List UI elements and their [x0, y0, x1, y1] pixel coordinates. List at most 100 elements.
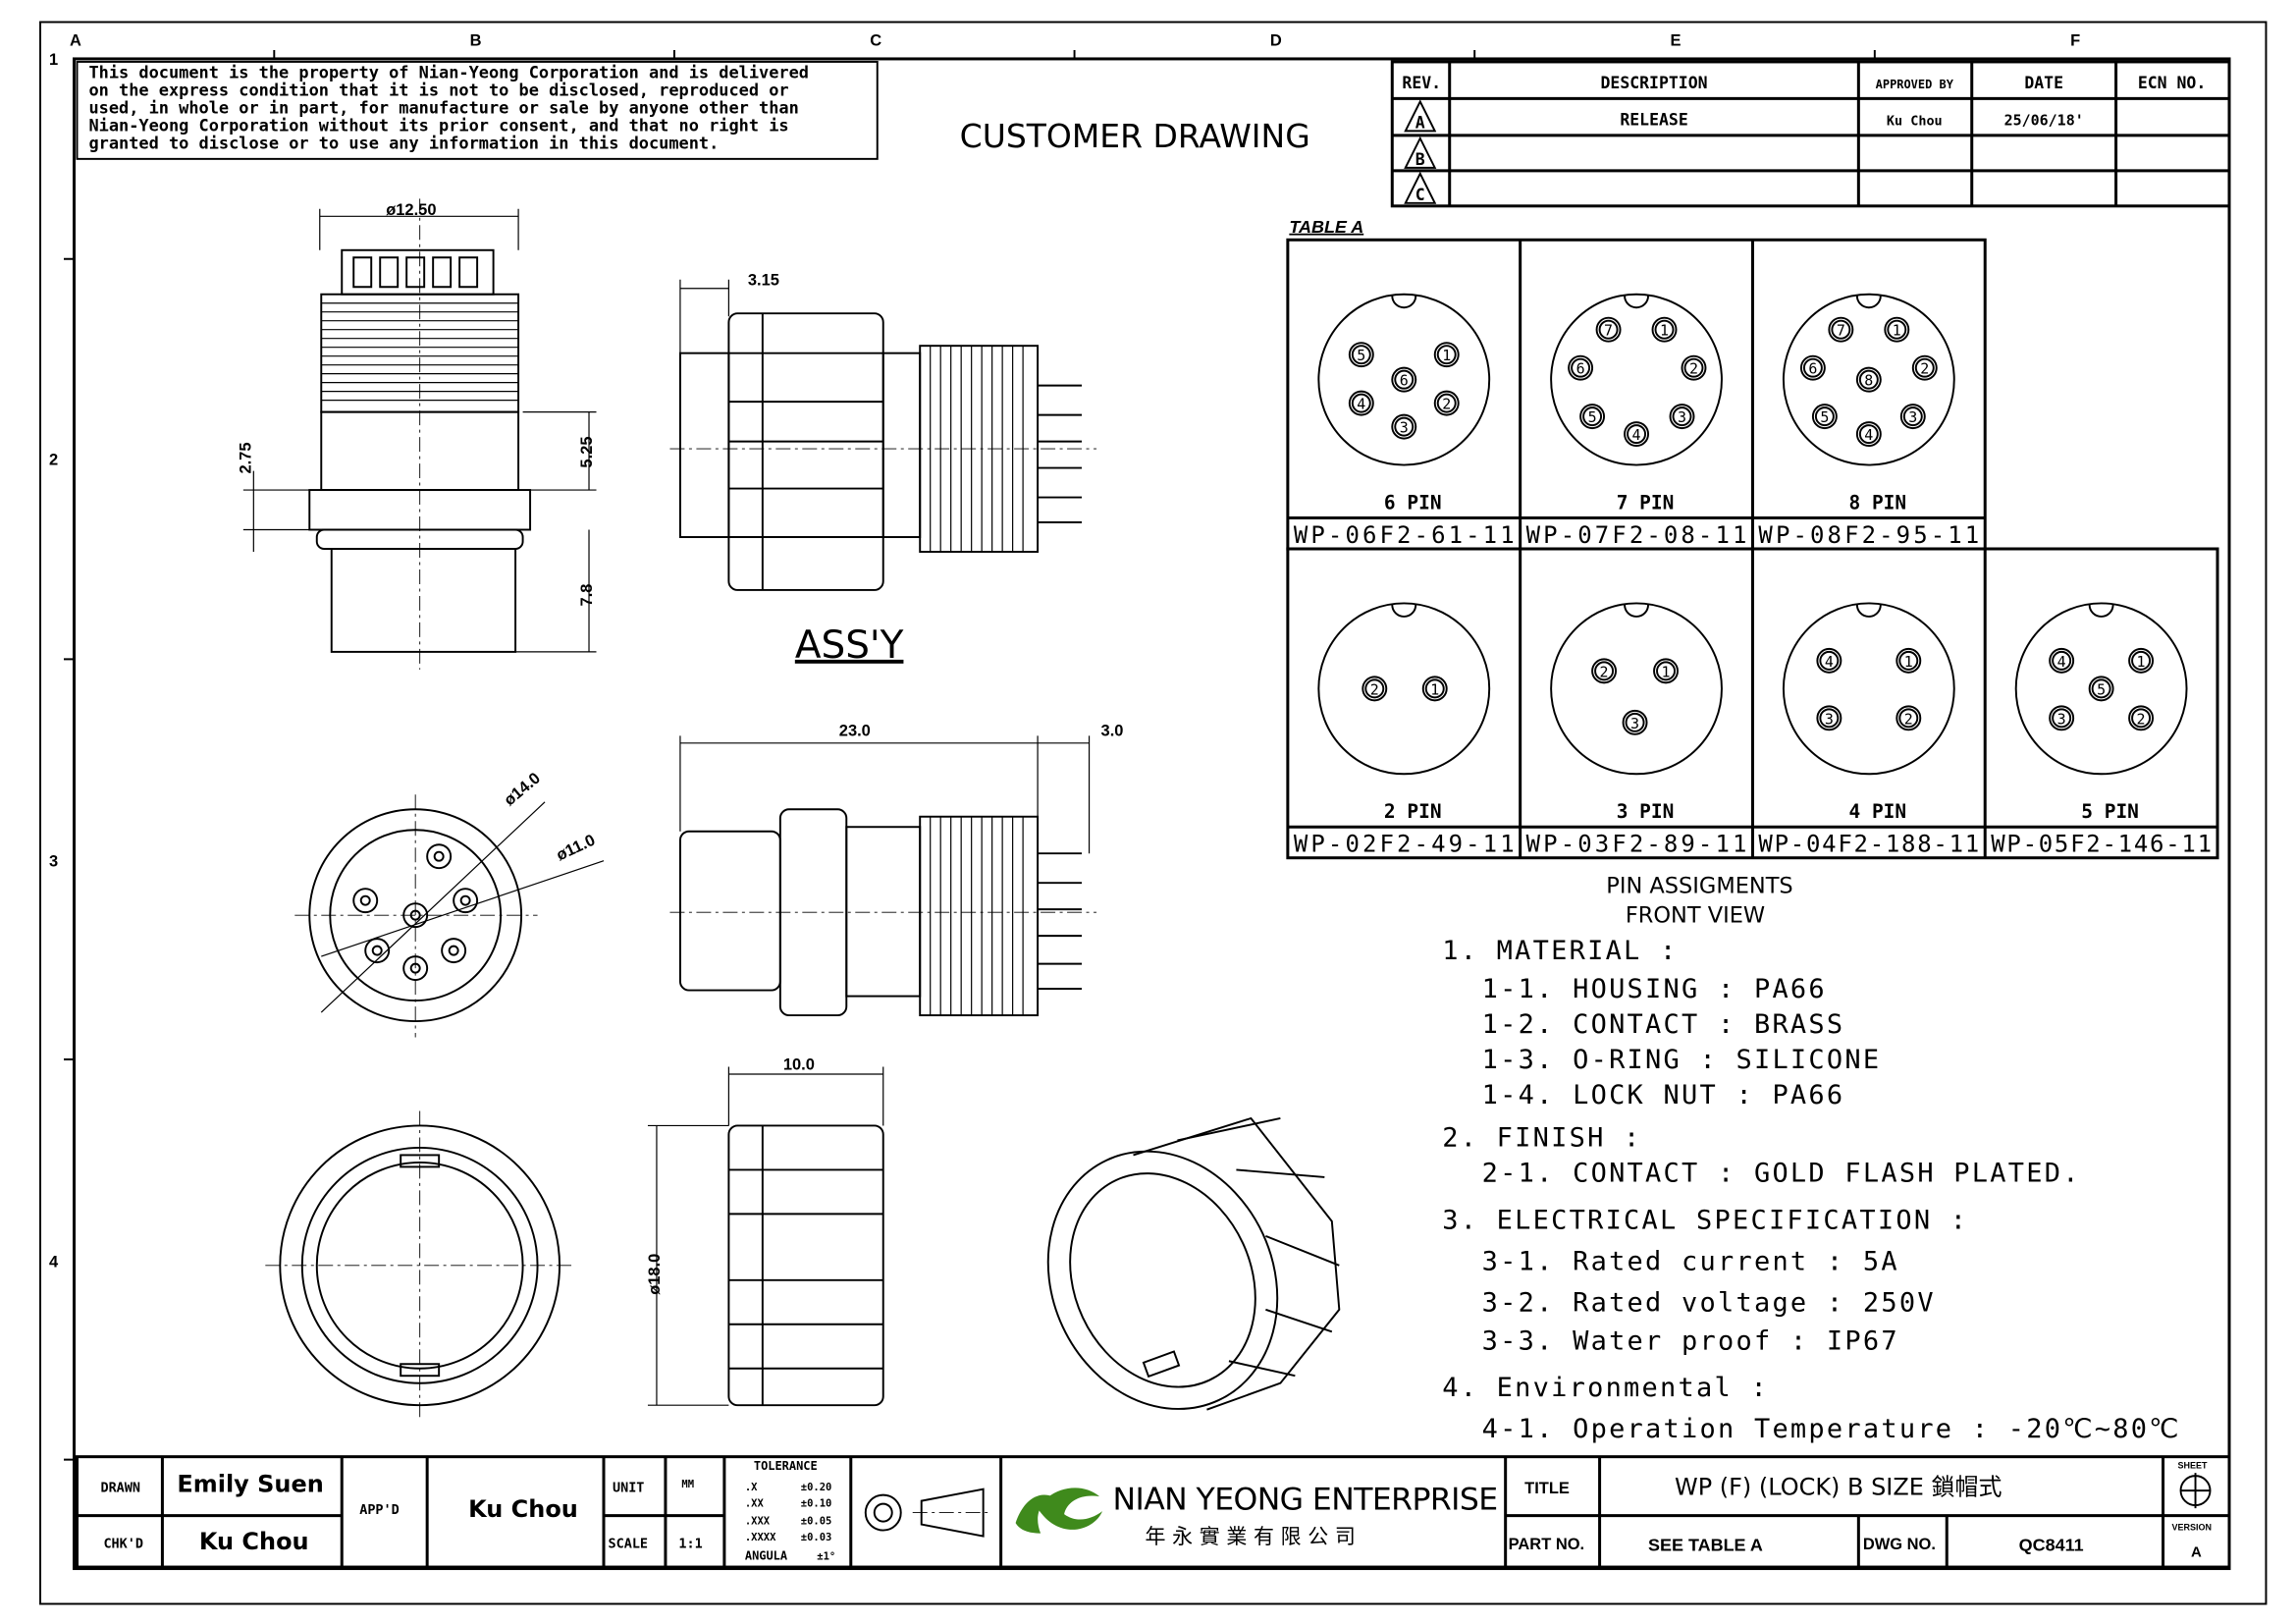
pin-contact-icon: 6: [1799, 354, 1826, 381]
svg-text:7: 7: [1604, 322, 1613, 340]
svg-text:F: F: [2070, 31, 2080, 49]
svg-text:2.75: 2.75: [237, 442, 254, 473]
svg-text:D: D: [1270, 31, 1282, 49]
svg-text:2: 2: [1689, 360, 1698, 378]
zone-markers: A B C D E F 1 2 3 4: [49, 31, 2080, 1461]
pin-contact-icon: 2: [1433, 390, 1460, 416]
svg-text:3: 3: [2057, 710, 2066, 728]
pin-contact-icon: 2: [1681, 354, 1707, 381]
svg-text:6: 6: [1400, 372, 1409, 390]
pin-contact-icon: 6: [1568, 354, 1594, 381]
svg-text:WP-05F2-146-11: WP-05F2-146-11: [1991, 831, 2212, 858]
pin-contact-icon: 1: [1653, 658, 1679, 684]
svg-text:E: E: [1671, 31, 1682, 49]
svg-text:3.15: 3.15: [748, 272, 779, 290]
svg-text:2: 2: [1904, 710, 1913, 728]
svg-text:granted to disclose or to use: granted to disclose or to use any inform…: [88, 133, 719, 152]
svg-text:1. MATERIAL :: 1. MATERIAL :: [1442, 936, 1678, 966]
sheet-symbol-icon: [2179, 1473, 2212, 1509]
svg-text:Ku Chou: Ku Chou: [199, 1528, 309, 1555]
svg-text:WP-02F2-49-11: WP-02F2-49-11: [1294, 831, 1515, 858]
svg-text:This document is the property: This document is the property of Nian-Ye…: [88, 62, 809, 81]
svg-text:ø12.50: ø12.50: [386, 201, 436, 219]
pin-contact-icon: 3: [1669, 404, 1695, 430]
pin-contact-icon: 3: [1391, 413, 1417, 440]
svg-text:2: 2: [1600, 663, 1609, 680]
svg-text:2: 2: [1920, 360, 1929, 378]
svg-text:8: 8: [1864, 372, 1873, 390]
svg-text:WP-06F2-61-11: WP-06F2-61-11: [1294, 521, 1515, 549]
pin-contact-icon: 2: [2128, 705, 2155, 731]
svg-text:10.0: 10.0: [783, 1056, 815, 1074]
pin-contact-icon: 4: [1855, 421, 1882, 448]
svg-text:DESCRIPTION: DESCRIPTION: [1600, 74, 1707, 92]
svg-text:1: 1: [1893, 322, 1901, 340]
pin-contact-icon: 1: [2128, 647, 2155, 674]
svg-text:5: 5: [1588, 408, 1597, 426]
svg-text:UNIT: UNIT: [613, 1481, 644, 1496]
confidentiality-notice: [76, 60, 879, 160]
svg-text:3-3. Water proof : IP67: 3-3. Water proof : IP67: [1482, 1325, 1899, 1356]
svg-text:1-4. LOCK NUT : PA66: 1-4. LOCK NUT : PA66: [1482, 1080, 1845, 1110]
svg-text:25/06/18': 25/06/18': [2004, 111, 2084, 129]
svg-text:.XXX: .XXX: [745, 1516, 771, 1528]
svg-text:WP-03F2-89-11: WP-03F2-89-11: [1526, 831, 1747, 858]
svg-text:8 PIN: 8 PIN: [1849, 492, 1907, 514]
svg-text:3. ELECTRICAL SPECIFICATION :: 3. ELECTRICAL SPECIFICATION :: [1442, 1205, 1968, 1235]
pin-contact-icon: 1: [1433, 342, 1460, 368]
svg-text:SCALE: SCALE: [608, 1537, 648, 1552]
svg-text:4: 4: [1864, 426, 1873, 444]
lock-nut-side-view: 10.0 ø18.0: [646, 1056, 884, 1407]
svg-text:4: 4: [2057, 653, 2066, 671]
svg-text:1:1: 1:1: [678, 1537, 702, 1552]
svg-text:WP (F) (LOCK) B SIZE 鎖帽式: WP (F) (LOCK) B SIZE 鎖帽式: [1675, 1474, 2002, 1501]
svg-text:Nian-Yeong Corporation without: Nian-Yeong Corporation without its prior…: [88, 115, 788, 135]
svg-text:PART NO.: PART NO.: [1509, 1536, 1584, 1553]
svg-text:used, in whole or in part, for: used, in whole or in part, for manufactu…: [88, 97, 798, 117]
svg-text:ø14.0: ø14.0: [501, 769, 544, 809]
svg-text:WP-04F2-188-11: WP-04F2-188-11: [1758, 831, 1979, 858]
side-view-dimensioned: 23.0 3.0: [669, 722, 1124, 1017]
svg-text:1: 1: [49, 51, 58, 69]
svg-text:1: 1: [1660, 322, 1669, 340]
svg-text:A: A: [70, 31, 81, 49]
front-view-caption: FRONT VIEW: [1626, 903, 1765, 929]
svg-text:3.0: 3.0: [1101, 722, 1124, 739]
pin-contact-icon: 4: [2049, 647, 2075, 674]
svg-text:5: 5: [1820, 408, 1829, 426]
svg-text:3: 3: [1630, 715, 1639, 732]
pin-contact-icon: 5: [1579, 404, 1606, 430]
svg-text:2: 2: [1370, 680, 1379, 698]
svg-text:4: 4: [1632, 426, 1641, 444]
svg-text:3: 3: [1908, 408, 1917, 426]
svg-text:4-1. Operation Temperature : -: 4-1. Operation Temperature : -20℃~80℃: [1482, 1414, 2181, 1444]
svg-text:1: 1: [1662, 663, 1671, 680]
svg-text:7: 7: [1837, 322, 1845, 340]
svg-text:Ku Chou: Ku Chou: [468, 1495, 578, 1523]
svg-text:±0.10: ±0.10: [801, 1498, 832, 1510]
svg-text:3-1. Rated current : 5A: 3-1. Rated current : 5A: [1482, 1246, 1899, 1276]
lock-nut-front-view: [265, 1110, 575, 1421]
svg-text:7 PIN: 7 PIN: [1617, 492, 1675, 514]
pin-contact-icon: 7: [1828, 316, 1854, 343]
svg-text:DATE: DATE: [2024, 74, 2063, 92]
svg-text:4 PIN: 4 PIN: [1849, 800, 1907, 823]
pin-contact-icon: 2: [1362, 676, 1388, 702]
front-view-pins: ø14.0 ø11.0: [294, 769, 605, 1038]
svg-text:4: 4: [49, 1253, 59, 1271]
svg-text:2: 2: [2137, 710, 2146, 728]
svg-text:2. FINISH :: 2. FINISH :: [1442, 1122, 1641, 1153]
svg-text:3: 3: [1400, 419, 1409, 437]
pin-contact-icon: 5: [1811, 404, 1838, 430]
svg-text:WP-07F2-08-11: WP-07F2-08-11: [1526, 521, 1747, 549]
svg-text:±0.03: ±0.03: [801, 1532, 832, 1543]
svg-text:1-2. CONTACT : BRASS: 1-2. CONTACT : BRASS: [1482, 1009, 1845, 1040]
svg-text:.X: .X: [745, 1482, 758, 1493]
svg-text:ø18.0: ø18.0: [646, 1254, 664, 1295]
svg-text:23.0: 23.0: [839, 722, 871, 739]
pin-contact-icon: 8: [1855, 366, 1882, 393]
title-block: DRAWN Emily Suen CHK'D Ku Chou APP'D Ku …: [75, 1455, 2231, 1569]
svg-text:Emily Suen: Emily Suen: [177, 1471, 323, 1498]
svg-text:3: 3: [1678, 408, 1686, 426]
